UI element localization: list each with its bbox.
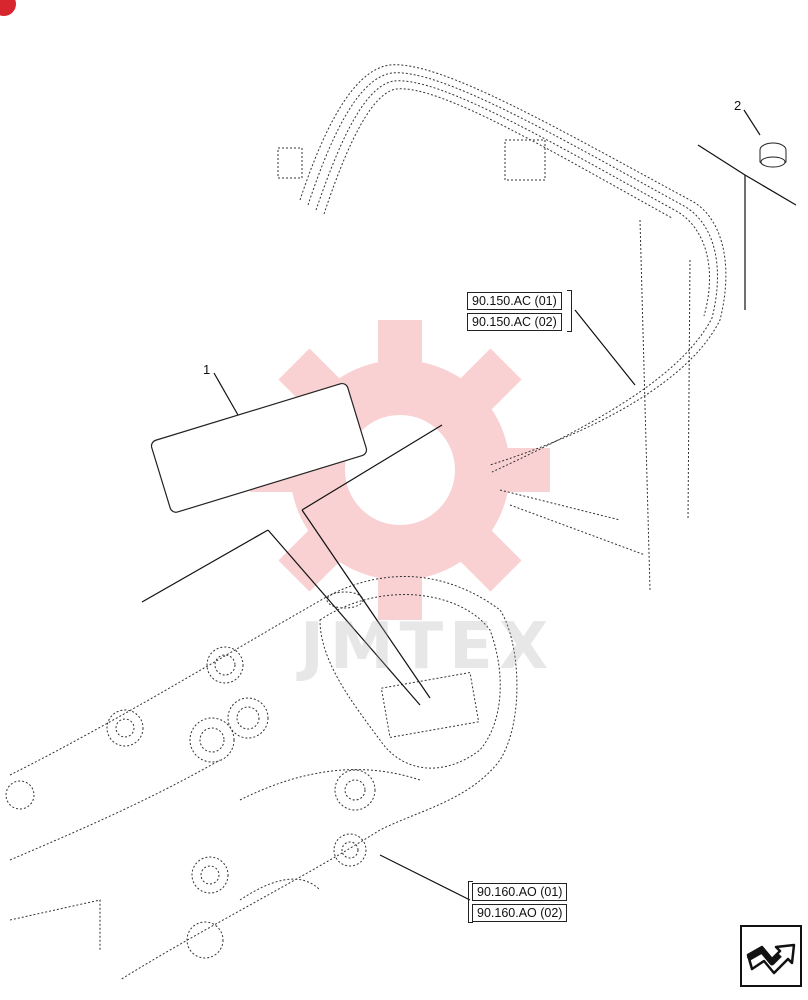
callout-1: 1 [203,362,211,377]
ref-dashboard-02[interactable]: 90.160.AO (02) [472,904,568,922]
plug-part [759,142,787,168]
next-page-arrow-icon[interactable] [740,925,802,987]
ref-roof-frame-bracket [567,290,572,332]
decal-panel [150,382,368,513]
ref-roof-frame-01[interactable]: 90.150.AC (01) [467,292,562,310]
logo-badge [0,0,16,16]
roof-frame [277,64,727,591]
callout-2: 2 [734,98,742,113]
ref-roof-frame-02[interactable]: 90.150.AC (02) [467,313,562,331]
ref-dashboard-bracket [468,881,473,923]
leader-lines [141,109,797,901]
watermark-text: JMTEX [300,610,555,684]
ref-dashboard-01[interactable]: 90.160.AO (01) [472,883,568,901]
